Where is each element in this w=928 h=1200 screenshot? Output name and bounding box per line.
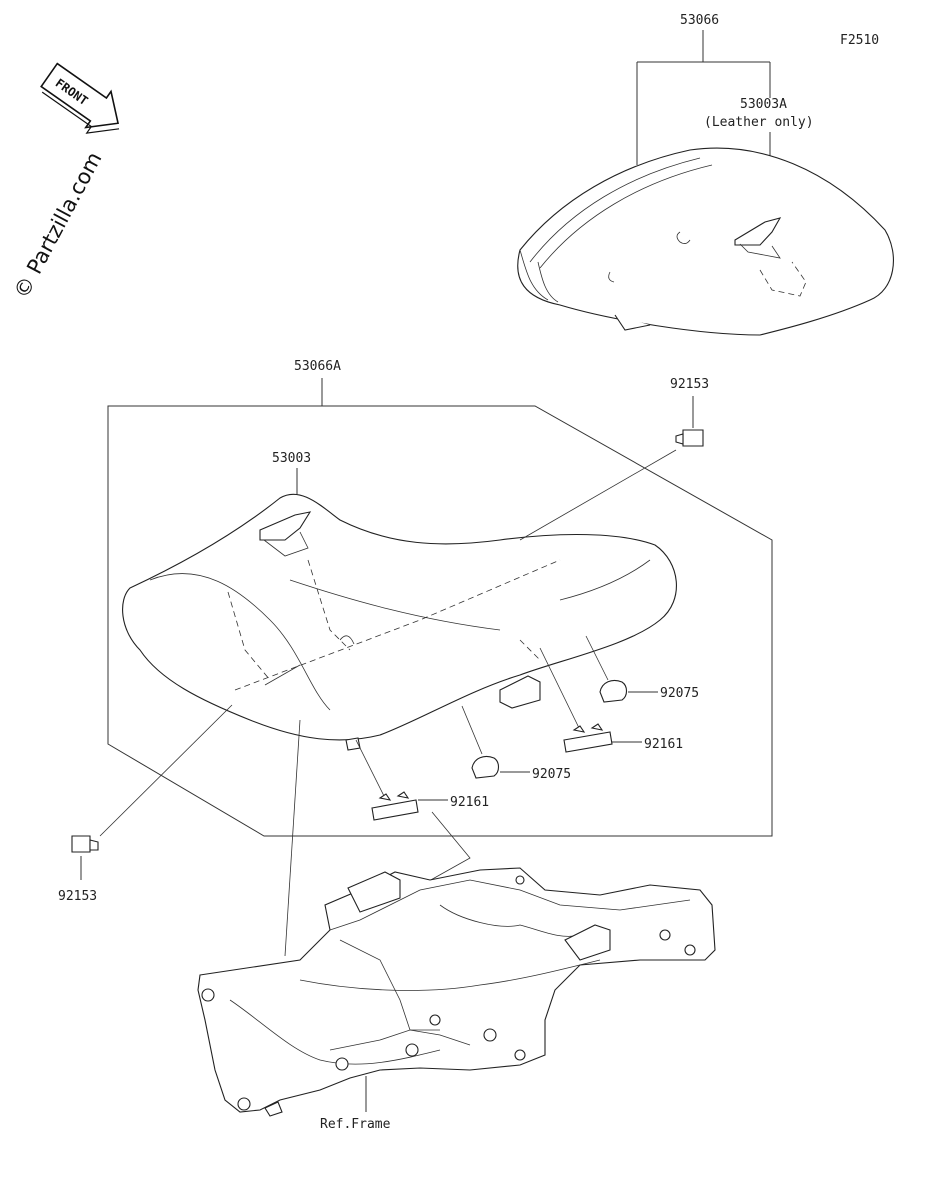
front-seat-assembly: 53066A 53003 92153 xyxy=(58,359,773,904)
rear-seat-cover-tab xyxy=(734,217,782,246)
clip-center-callout: 92161 xyxy=(450,795,489,810)
front-arrow-icon: FRONT xyxy=(40,62,120,134)
damper-right-callout: 92075 xyxy=(660,686,699,701)
front-seat xyxy=(122,493,677,741)
bolt-top-callout: 92153 xyxy=(670,377,709,392)
rear-seat-callout: 53066 xyxy=(680,13,719,28)
damper-center xyxy=(471,755,500,779)
damper-right xyxy=(599,679,628,703)
frame-ref-callout: Ref.Frame xyxy=(320,1117,391,1132)
rear-seat xyxy=(517,147,894,336)
rear-cover-note: (Leather only) xyxy=(704,115,814,130)
rear-seat-leader xyxy=(636,30,771,165)
bolt-top xyxy=(675,429,704,447)
bolt-left-callout: 92153 xyxy=(58,889,97,904)
frame-reference: Ref.Frame xyxy=(197,867,716,1132)
clip-right xyxy=(563,723,613,753)
clip-center xyxy=(371,791,419,821)
watermark: © Partzilla.com xyxy=(9,148,106,302)
rear-cover-callout: 53003A xyxy=(740,97,787,112)
bolt-left xyxy=(71,835,99,853)
damper-center-callout: 92075 xyxy=(532,767,571,782)
front-seat-callout: 53066A xyxy=(294,359,341,374)
front-seat-bracket xyxy=(107,378,773,837)
diagram-code: F2510 xyxy=(840,33,879,48)
front-cover-callout: 53003 xyxy=(272,451,311,466)
clip-right-callout: 92161 xyxy=(644,737,683,752)
frame-outline xyxy=(197,867,716,1113)
front-seat-cover-tab xyxy=(259,511,312,541)
rear-seat-assembly: 53066 53003A (Leather only) xyxy=(517,13,894,336)
